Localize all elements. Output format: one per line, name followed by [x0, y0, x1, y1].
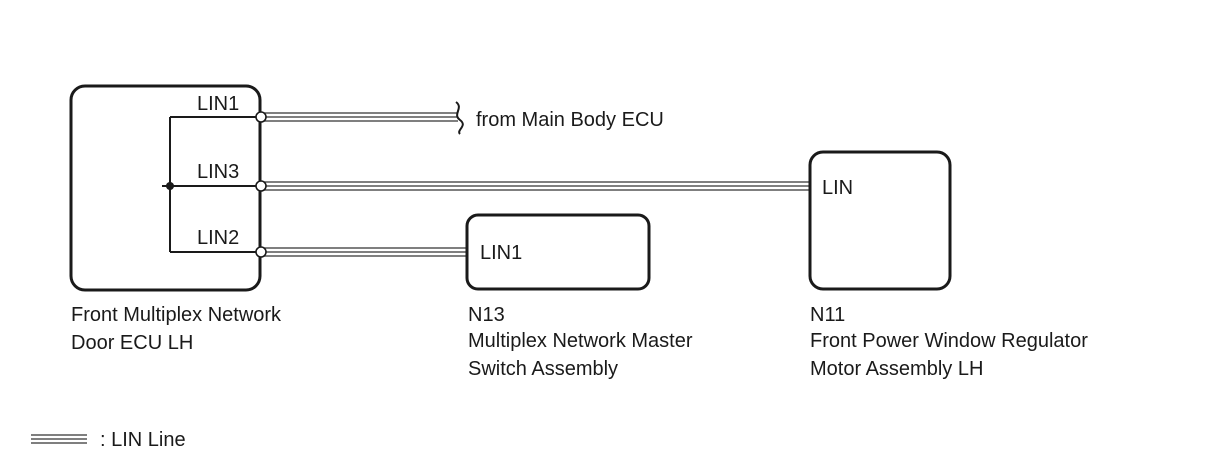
master-switch-name-line1: Multiplex Network Master: [468, 330, 693, 352]
door-ecu-component: LIN1 LIN3 LIN2 Front Multiplex Network D…: [69, 84, 282, 354]
legend: : LIN Line: [31, 429, 186, 451]
door-ecu-pin-lin1-label: LIN1: [197, 93, 239, 115]
lin-line-to-main-body-ecu: from Main Body ECU: [262, 101, 664, 135]
door-ecu-lin1-pin: [255, 111, 267, 123]
door-ecu-lin3-pin: [255, 180, 267, 192]
master-switch-box: [465, 213, 651, 291]
legend-lin-line-label: : LIN Line: [100, 429, 186, 451]
door-ecu-pin-lin2-label: LIN2: [197, 227, 239, 249]
master-switch-code: N13: [468, 304, 505, 326]
door-ecu-name-line2: Door ECU LH: [71, 332, 193, 354]
legend-lin-line-symbol: [31, 434, 87, 444]
master-switch-pin-label: LIN1: [480, 242, 522, 264]
door-ecu-name-line1: Front Multiplex Network: [71, 304, 282, 326]
window-motor-code: N11: [810, 304, 845, 326]
door-ecu-bus-junction: [166, 182, 174, 190]
master-switch-name-line2: Switch Assembly: [468, 358, 618, 380]
lin-line-lin3-to-window-motor: [262, 181, 810, 191]
from-main-body-ecu-label: from Main Body ECU: [476, 109, 664, 131]
door-ecu-pin-lin3-label: LIN3: [197, 161, 239, 183]
window-motor-name-line2: Motor Assembly LH: [810, 358, 983, 380]
window-motor-pin-label: LIN: [822, 177, 853, 199]
lin-line-lin2-to-master-switch: [262, 247, 467, 257]
wire-break-symbol: [455, 101, 464, 135]
window-motor-component: LIN N11 Front Power Window Regulator Mot…: [808, 150, 1088, 380]
window-motor-name-line1: Front Power Window Regulator: [810, 330, 1088, 352]
door-ecu-lin2-pin: [255, 246, 267, 258]
master-switch-component: LIN1 N13 Multiplex Network Master Switch…: [465, 213, 693, 380]
window-motor-box: [808, 150, 952, 291]
